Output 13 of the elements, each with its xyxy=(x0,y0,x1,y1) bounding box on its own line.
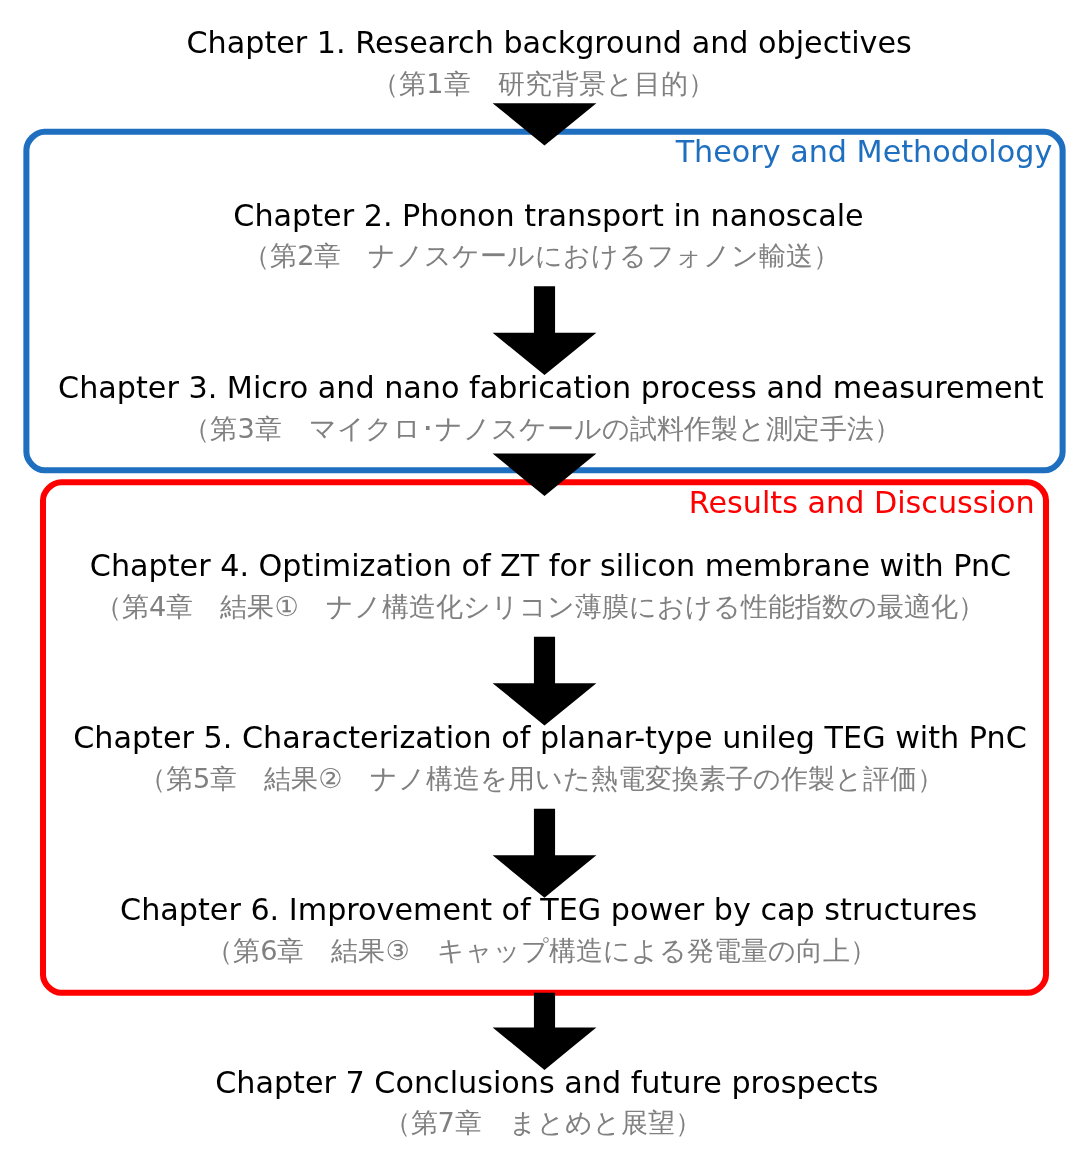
node-text: Chapter 2. Phonon transport in nanoscale （第2章 ナノスケールにおけるフォノン輸送） xyxy=(233,196,864,271)
arrow xyxy=(492,636,597,725)
node-text: Chapter 7 Conclusions and future prospects （第7章 まとめと展望） xyxy=(215,1064,879,1138)
arrow xyxy=(492,808,597,898)
arrow xyxy=(492,285,597,375)
node-text: Chapter 1. Research background and objectives （第1章 研究背景と目的） xyxy=(186,24,912,99)
arrow xyxy=(492,992,597,1070)
node-text: Chapter 3. Micro and nano fabrication process and measurement （第3章 マイクロ･ナノスケールの試料作製と測定手法） xyxy=(58,369,1044,444)
node-text: Chapter 6. Improvement of TEG power by cap structures （第6章 結果③ キャップ構造による発電量の向上） xyxy=(120,891,978,966)
arrow xyxy=(492,453,597,496)
node-text: Chapter 5. Characterization of planar-type unileg TEG with PnC （第5章 結果② ナノ構造を用いた熱電変換素子の作製と評価） xyxy=(73,719,1027,794)
node-text: Chapter 4. Optimization of ZT for silicon membrane with PnC （第4章 結果① ナノ構造化シリコン薄膜における性能指数の最適化） xyxy=(89,547,1012,622)
arrow xyxy=(492,102,597,145)
